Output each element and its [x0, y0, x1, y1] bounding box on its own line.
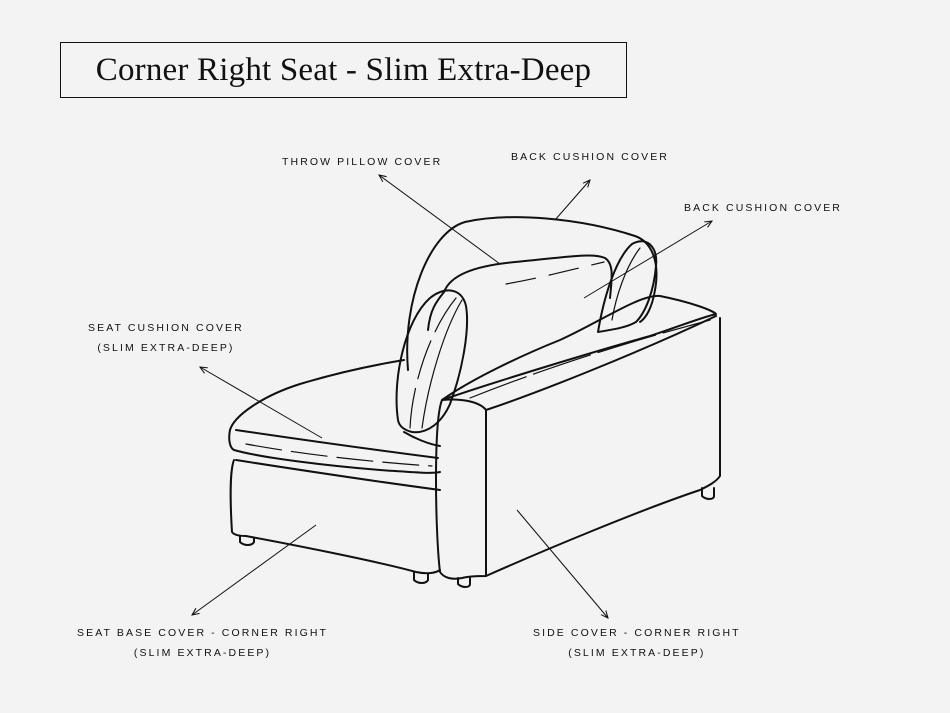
label-seat-base-cover: SEAT BASE COVER - CORNER RIGHT (SLIM EXT… — [77, 623, 328, 663]
back-cushion-shape — [406, 216, 658, 371]
leader-throw-pillow — [379, 175, 501, 265]
label-side-cover-line2: (SLIM EXTRA-DEEP) — [568, 647, 706, 659]
leader-seat-cushion — [200, 367, 323, 439]
leg-left — [239, 535, 255, 546]
back-cushion-right-shape — [597, 240, 658, 333]
leader-back-cushion-right — [583, 221, 712, 299]
label-seat-base-line2: (SLIM EXTRA-DEEP) — [133, 647, 272, 659]
label-side-cover: SIDE COVER - CORNER RIGHT (SLIM EXTRA-DE… — [533, 623, 741, 663]
throw-pillow-seam — [505, 261, 605, 285]
label-seat-cushion-cover: SEAT CUSHION COVER (SLIM EXTRA-DEEP) — [88, 318, 244, 358]
label-back-cushion-cover-right: BACK CUSHION COVER — [684, 198, 842, 218]
arm-front-face — [435, 398, 488, 580]
leader-seat-base — [192, 524, 317, 615]
seat-base-shape — [229, 459, 441, 575]
leader-back-cushion-top — [554, 180, 590, 221]
label-seat-base-line1: SEAT BASE COVER - CORNER RIGHT — [77, 627, 329, 639]
label-back-cushion-right-line1: BACK CUSHION COVER — [684, 202, 842, 214]
diagram-title: Corner Right Seat - Slim Extra-Deep — [95, 51, 592, 88]
leg-front — [457, 577, 471, 588]
label-seat-cushion-line1: SEAT CUSHION COVER — [88, 322, 244, 334]
bolster-seam — [409, 297, 457, 429]
label-throw-pillow-cover: THROW PILLOW COVER — [282, 152, 442, 172]
arm-top-seam — [469, 319, 711, 399]
title-box: Corner Right Seat - Slim Extra-Deep — [60, 42, 627, 98]
throw-pillow-bolster — [395, 289, 469, 434]
label-back-cushion-cover-top: BACK CUSHION COVER — [511, 147, 669, 167]
leg-right — [701, 487, 715, 500]
seat-cushion-shape — [229, 359, 405, 431]
seat-cushion-seam — [245, 443, 433, 467]
leader-side-cover — [516, 509, 608, 618]
arm-top — [441, 294, 717, 401]
label-seat-cushion-line2: (SLIM EXTRA-DEEP) — [97, 342, 235, 354]
label-back-cushion-top-line1: BACK CUSHION COVER — [511, 151, 669, 163]
leg-middle — [413, 571, 429, 584]
arm-side-face — [485, 317, 722, 577]
label-throw-pillow-line1: THROW PILLOW COVER — [282, 156, 443, 168]
throw-pillow-shape — [443, 254, 613, 299]
label-side-cover-line1: SIDE COVER - CORNER RIGHT — [533, 627, 741, 639]
back-cushion-right-seam — [611, 247, 641, 321]
bolster-seam-2 — [421, 299, 463, 429]
